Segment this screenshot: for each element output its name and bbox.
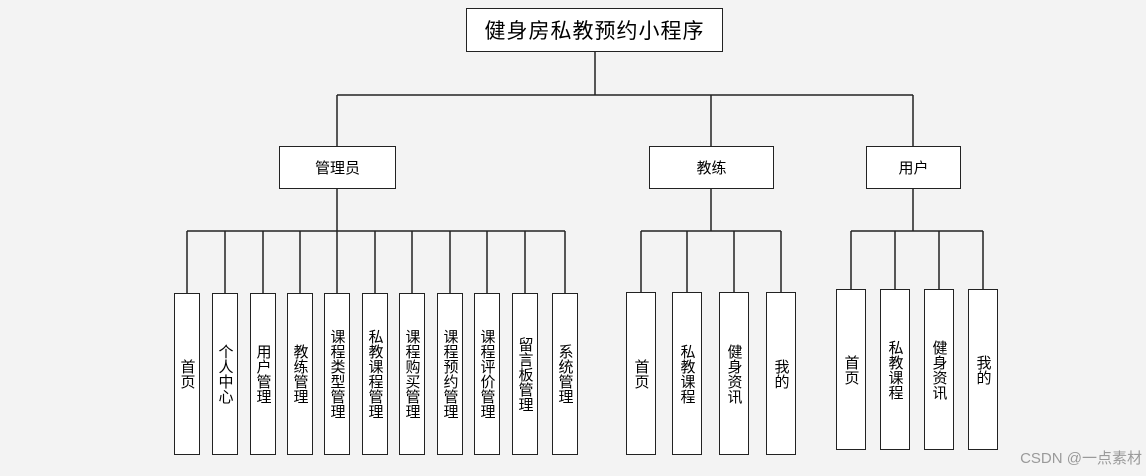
leaf-node-coach-2: 私教课程 — [672, 292, 702, 455]
role-node-user: 用户 — [866, 146, 961, 189]
leaf-node-admin-6: 私教课程管理 — [362, 293, 388, 455]
leaf-node-admin-10: 留言板管理 — [512, 293, 538, 455]
leaf-node-user-1: 首页 — [836, 289, 866, 450]
leaf-node-admin-5: 课程类型管理 — [324, 293, 350, 455]
leaf-node-admin-7: 课程购买管理 — [399, 293, 425, 455]
leaf-node-user-3: 健身资讯 — [924, 289, 954, 450]
root-node: 健身房私教预约小程序 — [466, 8, 723, 52]
leaf-node-admin-11: 系统管理 — [552, 293, 578, 455]
leaf-node-admin-1: 首页 — [174, 293, 200, 455]
leaf-node-admin-2: 个人中心 — [212, 293, 238, 455]
leaf-node-coach-4: 我的 — [766, 292, 796, 455]
leaf-node-user-2: 私教课程 — [880, 289, 910, 450]
leaf-node-admin-8: 课程预约管理 — [437, 293, 463, 455]
role-node-admin: 管理员 — [279, 146, 396, 189]
leaf-node-admin-4: 教练管理 — [287, 293, 313, 455]
leaf-node-admin-3: 用户管理 — [250, 293, 276, 455]
role-node-coach: 教练 — [649, 146, 774, 189]
leaf-node-coach-3: 健身资讯 — [719, 292, 749, 455]
leaf-node-user-4: 我的 — [968, 289, 998, 450]
leaf-node-admin-9: 课程评价管理 — [474, 293, 500, 455]
watermark: CSDN @一点素材 — [1020, 450, 1142, 467]
leaf-node-coach-1: 首页 — [626, 292, 656, 455]
